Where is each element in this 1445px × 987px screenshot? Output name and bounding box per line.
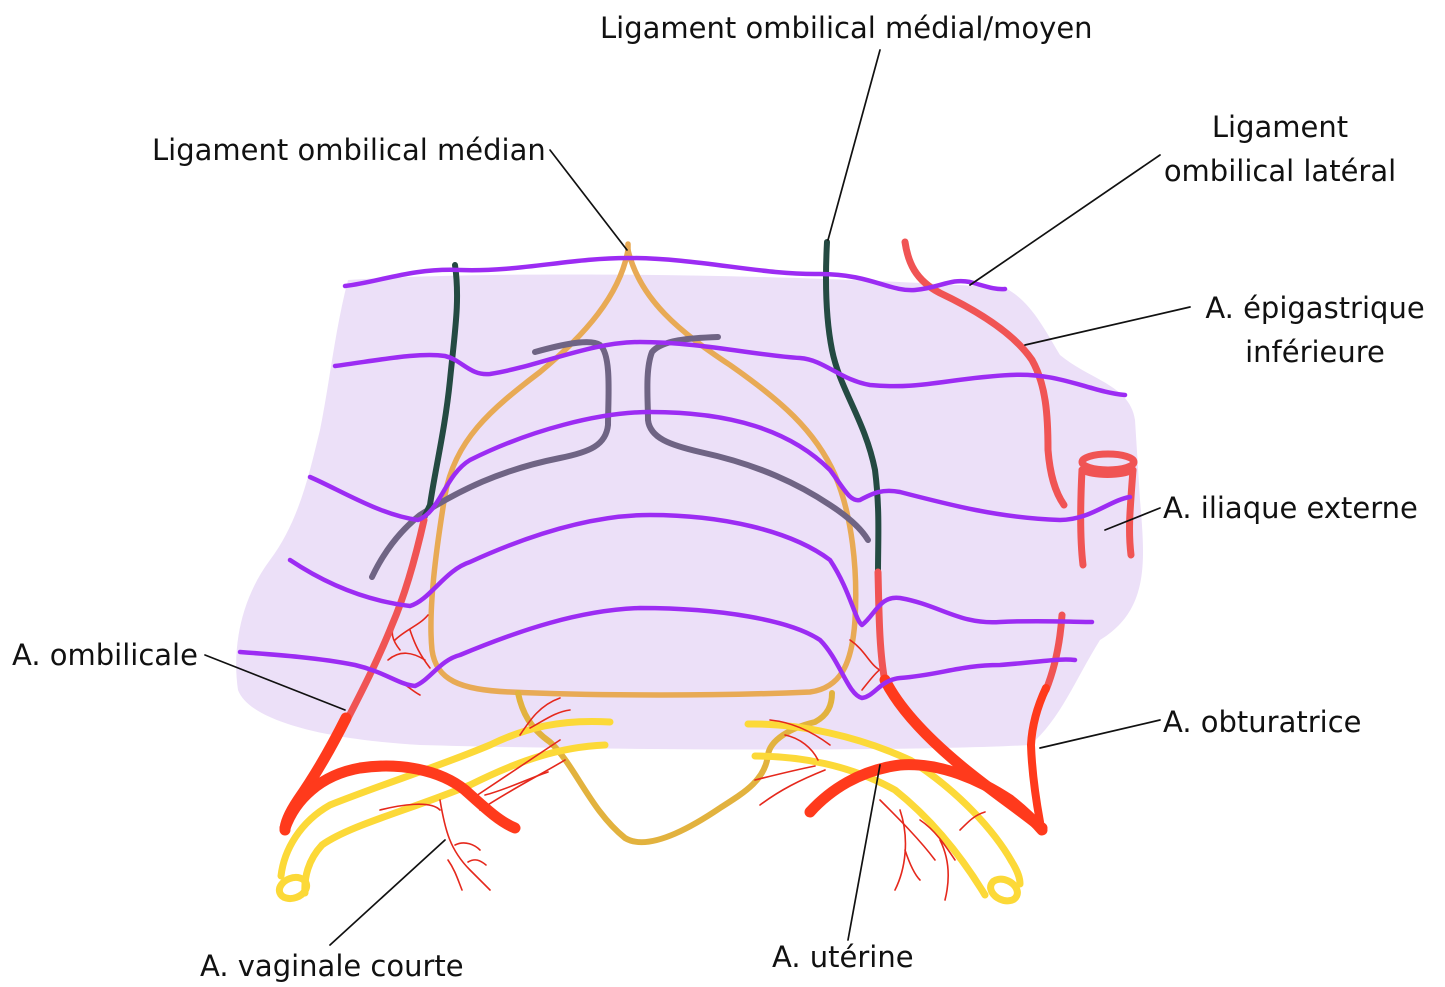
leader-line-median-umbilical-ligament — [550, 150, 627, 250]
label-uterine-artery: A. utérine — [772, 940, 914, 974]
label-external-iliac-artery: A. iliaque externe — [1163, 491, 1418, 525]
leader-line-inferior-epigastric-artery — [1025, 307, 1190, 345]
label-lateral-umbilical-ligament-line2: ombilical latéral — [1164, 154, 1396, 188]
branch-vaginal-short — [448, 860, 462, 890]
label-medial-umbilical-ligament: Ligament ombilical médial/moyen — [600, 11, 1093, 45]
leader-line-uterine-artery — [848, 765, 880, 940]
label-inferior-epigastric-artery-line2: inférieure — [1245, 335, 1385, 369]
branch-uterine — [895, 810, 905, 890]
label-short-vaginal-artery: A. vaginale courte — [200, 949, 464, 983]
branch-vaginal-short — [468, 860, 486, 865]
leader-line-obturator-artery — [1040, 720, 1160, 748]
label-umbilical-artery: A. ombilicale — [12, 638, 198, 672]
leader-line-medial-umbilical-ligament — [828, 50, 880, 240]
label-median-umbilical-ligament: Ligament ombilical médian — [152, 133, 546, 167]
leader-line-lateral-umbilical-ligament — [970, 155, 1160, 285]
branch-uterine — [905, 850, 920, 880]
label-inferior-epigastric-artery-line1: A. épigastrique — [1205, 291, 1424, 325]
label-obturator-artery: A. obturatrice — [1163, 705, 1362, 739]
leader-line-short-vaginal-artery — [330, 840, 445, 945]
ureter-right-opening — [987, 875, 1021, 905]
external-iliac-artery-right-wall — [1130, 470, 1133, 555]
label-lateral-umbilical-ligament-line1: Ligament — [1212, 110, 1348, 144]
branch-vaginal-short — [440, 800, 490, 890]
branch-vaginal-short — [455, 843, 480, 850]
branch-uterine — [880, 800, 935, 860]
